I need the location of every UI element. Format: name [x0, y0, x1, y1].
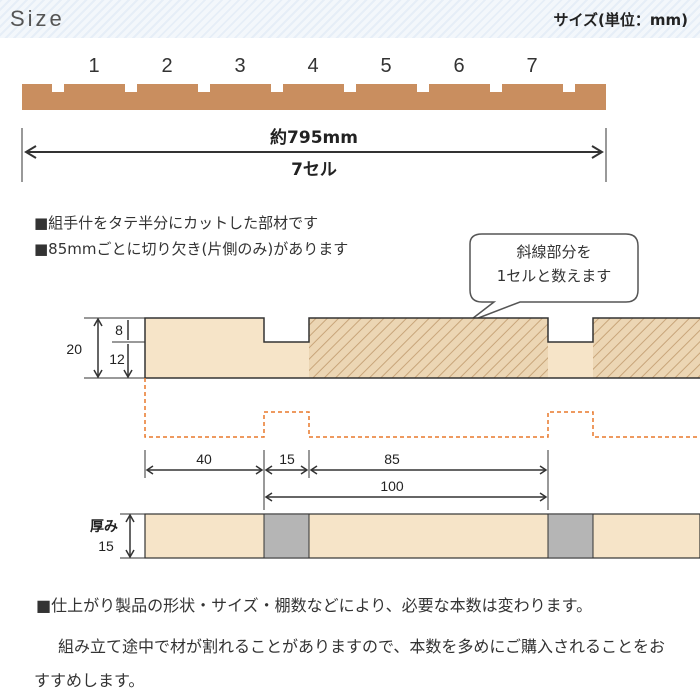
length-arrowhead-right — [591, 145, 604, 159]
profile-outline — [144, 317, 700, 379]
height-arrowhead-top — [93, 317, 103, 327]
thickness-title: 厚み — [90, 519, 118, 535]
bubble-line-1: 斜線部分を — [516, 243, 592, 261]
profile-hatched-cell — [309, 318, 548, 378]
footer-note-2: 組み立て途中で材が割れることがありますので、本数を多めにご購入されることをおすす… — [34, 637, 666, 690]
header-bar: Size サイズ(単位：mm) — [0, 0, 700, 38]
dashed-outline — [144, 378, 700, 438]
profile-hatched-right — [593, 318, 700, 378]
thickness-value: 15 — [98, 538, 114, 554]
dim-15-arrow-r — [300, 465, 309, 475]
footer-note-1: ■仕上がり製品の形状・サイズ・棚数などにより、必要な本数は変わります。 — [36, 596, 593, 615]
thickness-board — [144, 513, 700, 559]
cell-number-7: 7 — [526, 55, 537, 77]
dim-40-arrow-l — [145, 465, 154, 475]
dim-100-arrow-l — [264, 492, 273, 502]
dim-40-arrow-r — [255, 465, 264, 475]
dim-15-label: 15 — [279, 451, 295, 467]
cell-number-3: 3 — [234, 55, 245, 77]
unit-label: サイズ(単位：mm) — [553, 11, 688, 29]
notch-depth-label: 8 — [115, 322, 123, 338]
dim-85-arrow-l — [309, 465, 318, 475]
thickness-notch-2 — [547, 513, 594, 559]
thickness-arrowhead-top — [125, 513, 135, 523]
dim-85-arrow-r — [539, 465, 548, 475]
cell-number-5: 5 — [380, 55, 391, 77]
dim-40-label: 40 — [196, 451, 212, 467]
bubble-line-2: 1セルと数えます — [496, 267, 612, 285]
top-board — [22, 84, 606, 110]
length-label: 約795mm — [270, 127, 358, 148]
remaining-height-label: 12 — [109, 351, 125, 367]
note-line-2: ■85mmごとに切り欠き(片側のみ)があります — [34, 240, 349, 258]
profile-top-left — [145, 318, 264, 342]
dim-100-arrow-r — [539, 492, 548, 502]
speech-bubble — [467, 233, 639, 323]
length-arrowhead-left — [24, 145, 37, 159]
note-line-1: ■組手什をタテ半分にカットした部材です — [34, 214, 319, 232]
dim-85-label: 85 — [384, 451, 400, 467]
thickness-notch-1 — [263, 513, 310, 559]
cell-number-4: 4 — [307, 55, 318, 77]
cell-number-6: 6 — [453, 55, 464, 77]
thickness-arrowhead-bottom — [125, 549, 135, 559]
dim-15-arrow-l — [264, 465, 273, 475]
cells-label: 7セル — [291, 160, 337, 180]
height-arrowhead-rest-bottom — [123, 369, 133, 379]
size-title: Size — [10, 6, 65, 31]
bubble-text: 斜線部分を 1セルと数えます — [474, 240, 634, 288]
height-total-label: 20 — [66, 341, 82, 357]
dim-100-label: 100 — [380, 478, 404, 494]
cell-number-1: 1 — [88, 55, 99, 77]
height-arrowhead-bottom — [93, 369, 103, 379]
cell-number-2: 2 — [161, 55, 172, 77]
